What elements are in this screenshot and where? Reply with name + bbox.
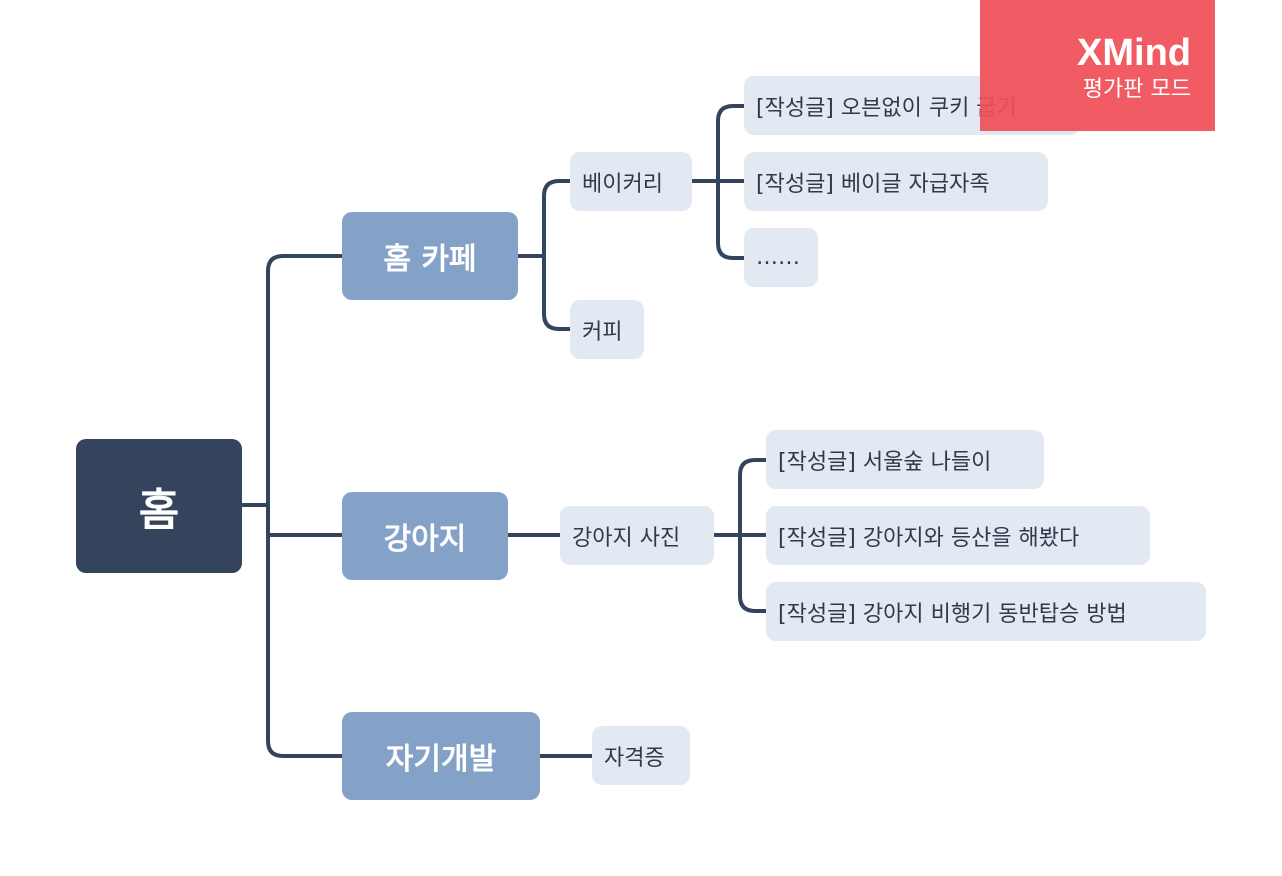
- subtopic-dog-photos[interactable]: 강아지 사진: [560, 506, 714, 565]
- post-hiking-with-dog[interactable]: [작성글] 강아지와 등산을 해봤다: [766, 506, 1150, 565]
- subtopic-bakery[interactable]: 베이커리: [570, 152, 692, 211]
- subtopic-certification[interactable]: 자격증: [592, 726, 690, 785]
- xmind-logo-text: XMind: [1077, 32, 1191, 74]
- trial-mode-label: 평가판 모드: [1082, 77, 1191, 102]
- post-bagel[interactable]: [작성글] 베이글 자급자족: [744, 152, 1048, 211]
- post-dog-flight[interactable]: [작성글] 강아지 비행기 동반탑승 방법: [766, 582, 1206, 641]
- root-topic[interactable]: 홈: [76, 439, 242, 573]
- topic-dog[interactable]: 강아지: [342, 492, 508, 580]
- subtopic-coffee[interactable]: 커피: [570, 300, 644, 359]
- topic-home-cafe[interactable]: 홈 카페: [342, 212, 518, 300]
- topic-self-development[interactable]: 자기개발: [342, 712, 540, 800]
- trial-watermark: XMind 평가판 모드: [980, 0, 1215, 131]
- post-seoul-forest[interactable]: [작성글] 서울숲 나들이: [766, 430, 1044, 489]
- post-more[interactable]: ……: [744, 228, 818, 287]
